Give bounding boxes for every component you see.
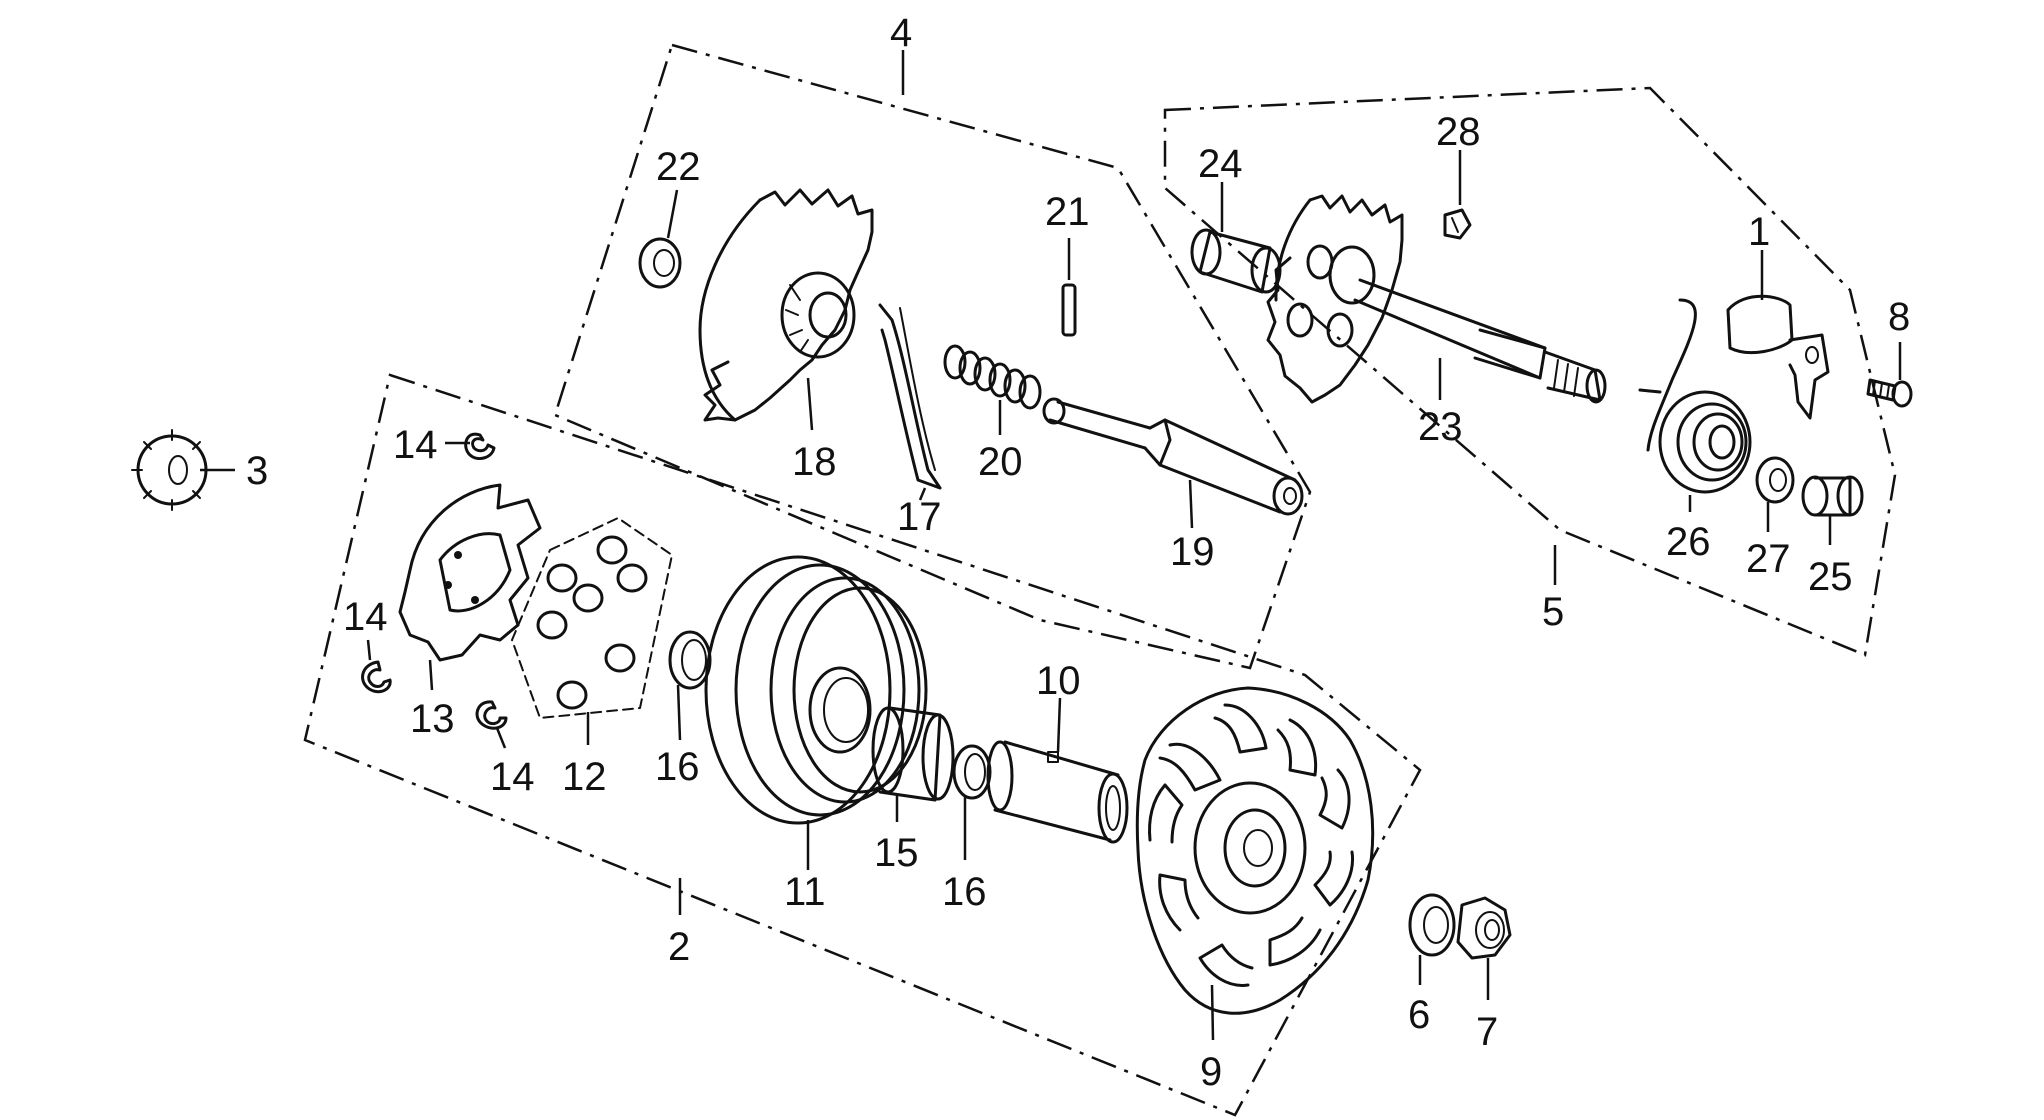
part-11-pulley-face bbox=[704, 555, 928, 870]
part-6-washer bbox=[1408, 893, 1456, 985]
label-8: 8 bbox=[1888, 295, 1910, 339]
part-23-kick-spindle bbox=[1266, 194, 1607, 404]
label-9: 9 bbox=[1200, 1050, 1222, 1094]
part-18-driven-gear bbox=[698, 188, 874, 431]
part-28-bolt bbox=[1443, 150, 1472, 240]
part-16-circlip-right bbox=[952, 744, 992, 860]
part-7-nut bbox=[1456, 896, 1512, 1000]
label-20: 20 bbox=[978, 440, 1023, 484]
label-16b: 16 bbox=[942, 870, 987, 914]
label-18: 18 bbox=[792, 440, 837, 484]
part-17-clip bbox=[878, 303, 942, 501]
part-8-screw bbox=[1866, 342, 1913, 408]
label-10: 10 bbox=[1036, 659, 1081, 703]
label-22: 22 bbox=[656, 145, 701, 189]
label-2: 2 bbox=[668, 925, 690, 969]
label-13: 13 bbox=[410, 697, 455, 741]
label-6: 6 bbox=[1408, 993, 1430, 1037]
label-27: 27 bbox=[1746, 537, 1791, 581]
part-15-collar bbox=[871, 706, 955, 822]
part-12-roller-set bbox=[511, 517, 673, 745]
label-23: 23 bbox=[1418, 405, 1463, 449]
label-11: 11 bbox=[784, 870, 826, 914]
label-19: 19 bbox=[1170, 530, 1215, 574]
part-13-ramp-plate bbox=[398, 483, 542, 691]
part-24-bushing bbox=[1190, 182, 1282, 294]
label-1: 1 bbox=[1748, 210, 1770, 254]
label-4: 4 bbox=[890, 11, 912, 55]
part-21-pin bbox=[1061, 238, 1077, 337]
label-28: 28 bbox=[1436, 110, 1481, 154]
part-14-circlip-top bbox=[445, 432, 496, 460]
label-17: 17 bbox=[897, 495, 942, 539]
label-7: 7 bbox=[1476, 1010, 1498, 1054]
label-5: 5 bbox=[1542, 590, 1564, 634]
label-21: 21 bbox=[1045, 190, 1090, 234]
label-14a: 14 bbox=[393, 423, 438, 467]
part-3-small-gear bbox=[131, 429, 235, 511]
part-10-sleeve bbox=[986, 697, 1129, 844]
part-14-circlip-left bbox=[361, 639, 392, 694]
label-25: 25 bbox=[1808, 555, 1853, 599]
label-12: 12 bbox=[562, 755, 607, 799]
part-25-bushing bbox=[1801, 475, 1864, 545]
label-15: 15 bbox=[874, 831, 919, 875]
label-26: 26 bbox=[1666, 520, 1711, 564]
part-26-return-spring bbox=[1638, 298, 1752, 512]
part-19-shaft bbox=[1042, 397, 1304, 529]
group-5-boundary bbox=[1163, 86, 1897, 657]
label-24: 24 bbox=[1198, 142, 1243, 186]
label-14b: 14 bbox=[343, 595, 388, 639]
group-4-boundary bbox=[553, 43, 1312, 670]
part-14-circlip-bottom bbox=[475, 700, 508, 749]
part-16-circlip-left bbox=[668, 630, 712, 741]
part-20-spring bbox=[943, 344, 1042, 435]
label-16a: 16 bbox=[655, 745, 700, 789]
label-14c: 14 bbox=[490, 755, 535, 799]
part-labels: 1 2 3 4 5 6 7 8 9 10 11 12 13 14 14 14 1… bbox=[246, 11, 1910, 1094]
part-1-bracket bbox=[1726, 250, 1830, 420]
label-3: 3 bbox=[246, 449, 268, 493]
part-9-fan bbox=[1135, 686, 1375, 1041]
part-22-washer bbox=[638, 189, 682, 289]
part-27-washer bbox=[1755, 456, 1795, 532]
group-2-boundary bbox=[303, 373, 1422, 1117]
